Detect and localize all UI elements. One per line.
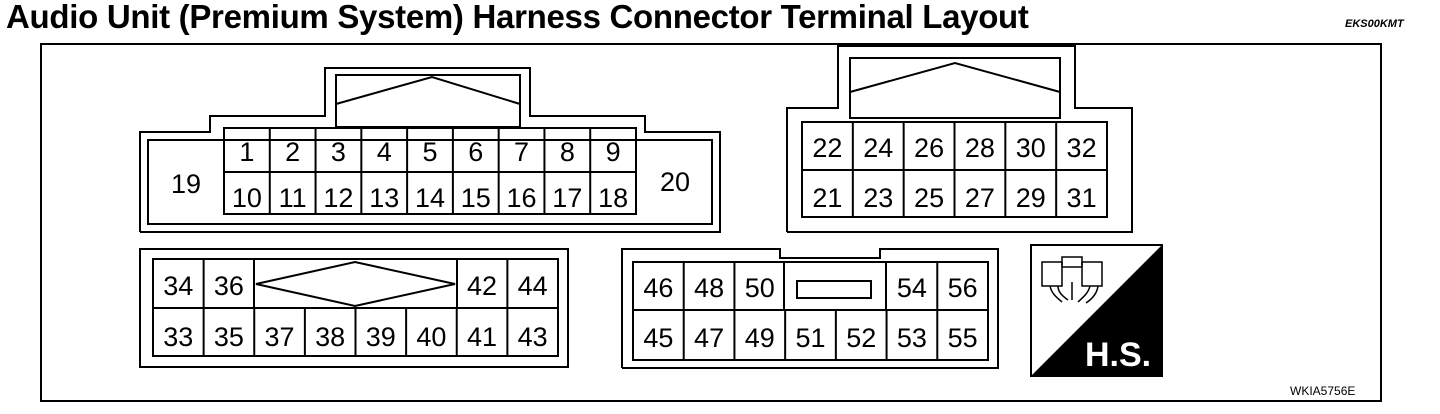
pin-label: 14 [415, 183, 445, 213]
connector-b-housing [786, 45, 1133, 233]
pin-label: 39 [366, 322, 396, 352]
pin-label: 53 [897, 323, 927, 353]
pin-label: 46 [643, 273, 673, 303]
connector-b-key [849, 57, 1061, 119]
pin-label: 38 [315, 322, 345, 352]
pin-19: 19 [171, 169, 201, 199]
connector-a-inner [147, 139, 713, 225]
figure-code: WKIA5756E [1290, 384, 1356, 398]
connector-a-housing [139, 67, 721, 233]
pin-label: 27 [965, 183, 995, 213]
pin-label: 45 [643, 323, 673, 353]
pin-label: 22 [812, 133, 842, 163]
pin-label: 50 [745, 273, 775, 303]
pin-label: 12 [323, 183, 353, 213]
harness-side-badge: H.S. [1030, 244, 1163, 377]
pin-label: 54 [897, 273, 927, 303]
pin-label: 49 [745, 323, 775, 353]
pin-label: 21 [812, 183, 842, 213]
pin-label: 24 [863, 133, 893, 163]
connector-d: 46 48 50 54 56 45 47 49 51 52 53 55 [621, 248, 999, 369]
pin-label: 41 [467, 322, 497, 352]
hs-label: H.S. [1085, 336, 1151, 374]
pin-label: 35 [214, 322, 244, 352]
pin-label: 23 [863, 183, 893, 213]
pin-label: 28 [965, 133, 995, 163]
hs-badge-black-half [1031, 245, 1162, 376]
pin-label: 26 [914, 133, 944, 163]
pin-label: 5 [422, 137, 437, 167]
pin-label: 2 [285, 137, 300, 167]
diagram-title: Audio Unit (Premium System) Harness Conn… [6, 0, 1029, 35]
pin-label: 31 [1067, 183, 1097, 213]
pin-label: 9 [606, 137, 621, 167]
pin-label: 17 [552, 183, 582, 213]
pin-label: 4 [377, 137, 392, 167]
reference-code: EKS00KMT [1345, 18, 1404, 30]
pin-label: 25 [914, 183, 944, 213]
pin-label: 10 [232, 183, 262, 213]
pin-label: 44 [518, 271, 548, 301]
pin-label: 40 [416, 322, 446, 352]
connector-d-housing [621, 248, 999, 369]
pin-label: 47 [694, 323, 724, 353]
connector-c-housing [139, 248, 569, 368]
pin-20: 20 [660, 167, 690, 197]
pin-label: 3 [331, 137, 346, 167]
connector-b: 22 24 26 28 30 32 21 23 25 27 29 31 [786, 45, 1133, 233]
pin-label: 36 [214, 271, 244, 301]
pin-label: 7 [514, 137, 529, 167]
connector-b-key-roof [849, 61, 1061, 93]
pin-label: 37 [265, 322, 295, 352]
connector-a-key-roof [335, 75, 521, 105]
pin-label: 11 [279, 183, 307, 213]
connector-d-key-slot [796, 280, 872, 299]
pin-label: 29 [1016, 183, 1046, 213]
pin-label: 34 [163, 271, 193, 301]
pin-label: 55 [948, 323, 978, 353]
pin-label: 18 [598, 183, 628, 213]
connector-c-key-diamond [255, 260, 456, 308]
pin-label: 52 [846, 323, 876, 353]
pin-label: 30 [1016, 133, 1046, 163]
pin-label: 6 [468, 137, 483, 167]
pin-label: 32 [1067, 133, 1097, 163]
connector-c: 34 36 42 44 33 35 37 38 39 40 41 43 [139, 248, 569, 368]
connector-icon [1041, 256, 1103, 304]
pin-label: 43 [518, 322, 548, 352]
pin-label: 56 [948, 273, 978, 303]
pin-label: 42 [467, 271, 497, 301]
pin-label: 48 [694, 273, 724, 303]
pin-label: 15 [461, 183, 491, 213]
pin-label: 33 [163, 322, 193, 352]
pin-label: 16 [507, 183, 537, 213]
connector-a-key [335, 74, 521, 128]
pin-label: 8 [560, 137, 575, 167]
pin-label: 51 [795, 323, 825, 353]
diagram-frame [40, 43, 1382, 402]
pin-label: 13 [369, 183, 399, 213]
pin-label: 1 [239, 137, 254, 167]
